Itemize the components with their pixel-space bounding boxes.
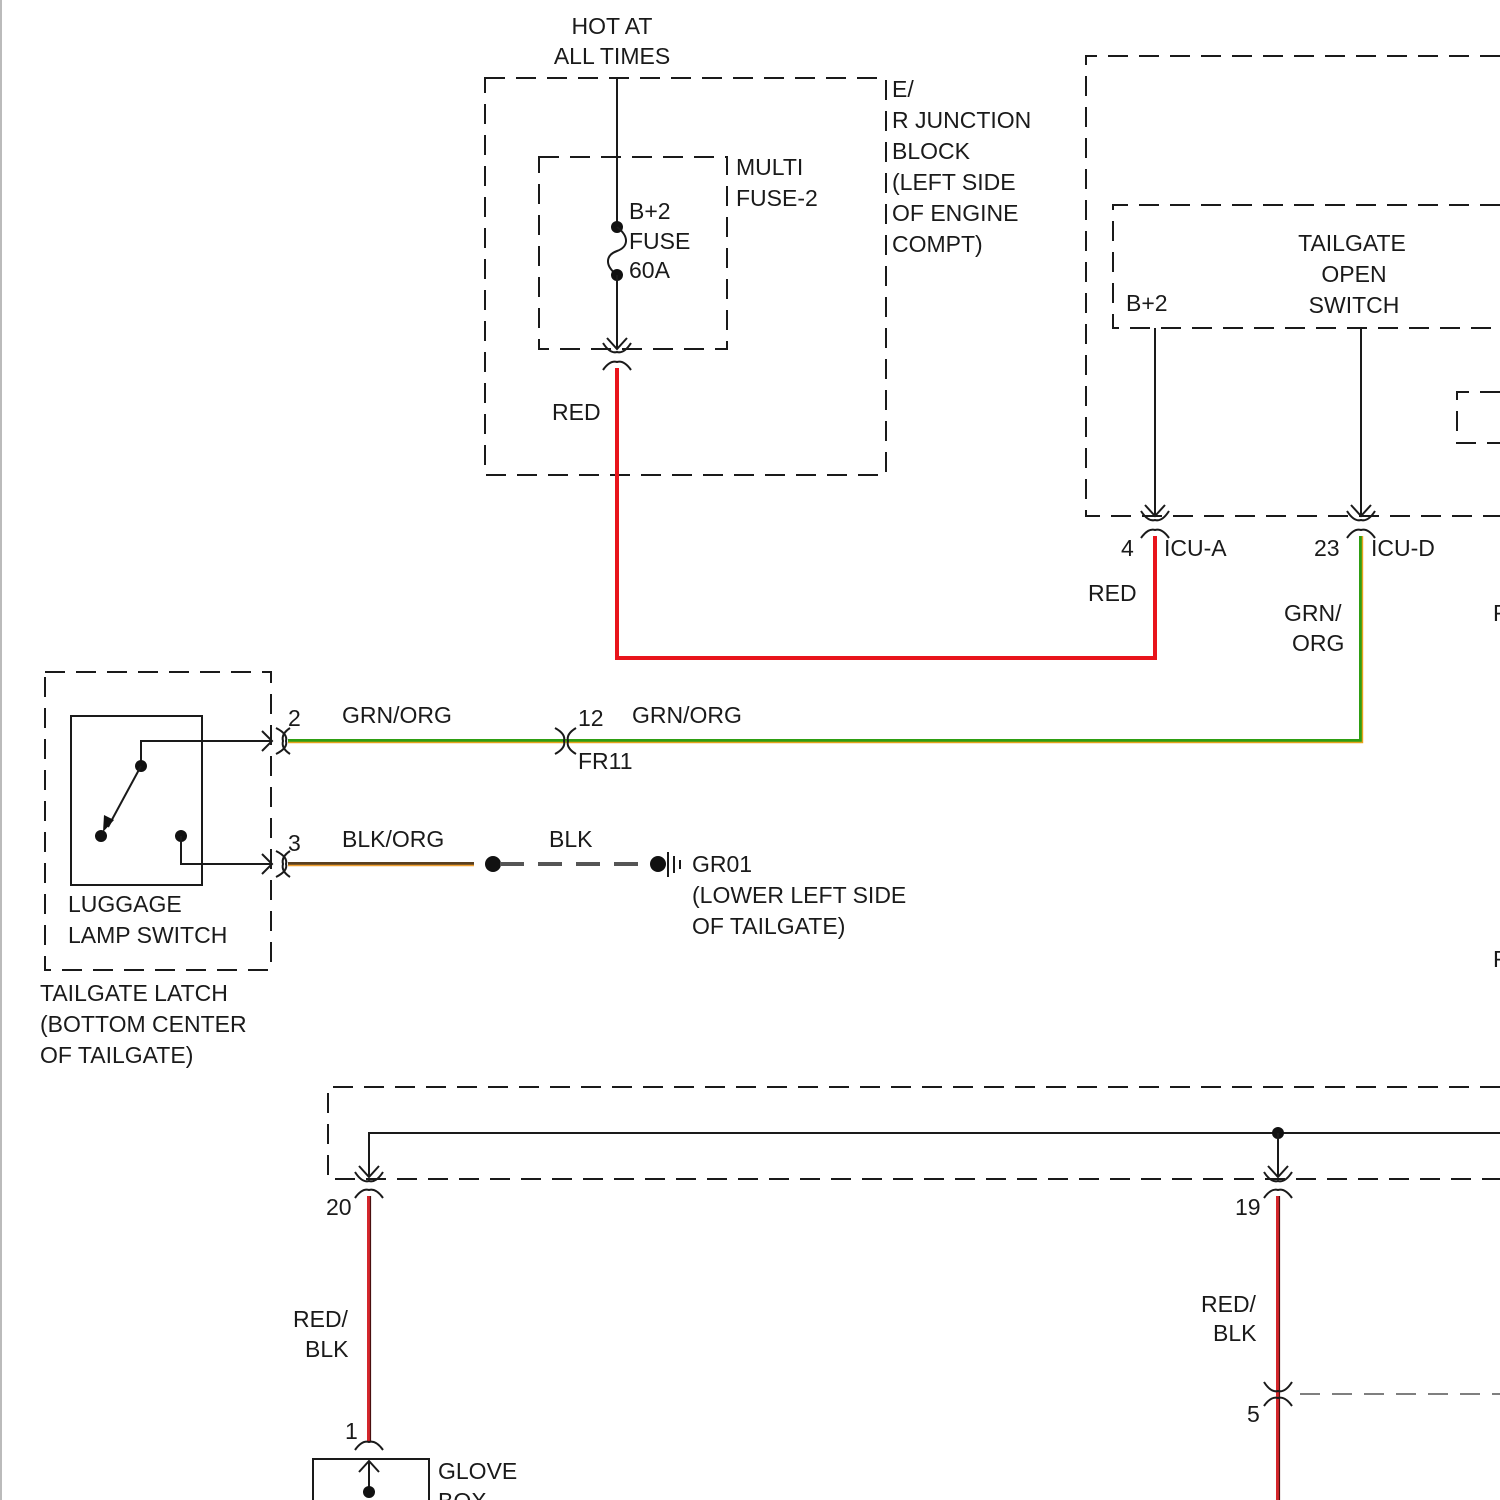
ground-symbol	[668, 852, 680, 877]
gr01-location-line2: OF TAILGATE)	[692, 913, 845, 939]
icu-outer-box	[1086, 56, 1500, 516]
fr11-label: FR11	[578, 748, 633, 774]
red-blk-wire-left	[369, 1196, 371, 1442]
tailgate-latch-label-line2: (BOTTOM CENTER	[40, 1011, 247, 1037]
grn-org-vertical-label-line2: ORG	[1292, 630, 1344, 656]
red-blk-left-label-line1: RED/	[293, 1306, 349, 1332]
glove-box-contact	[363, 1486, 375, 1498]
fuse-label-line3: 60A	[629, 257, 671, 283]
pin-4-label: 4	[1121, 535, 1134, 561]
ground-terminal	[650, 856, 666, 872]
hot-label-line1: HOT AT	[572, 13, 653, 39]
tailgate-latch-label-line1: TAILGATE LATCH	[40, 980, 228, 1006]
switch-blade	[108, 766, 141, 827]
blk-label: BLK	[549, 826, 593, 852]
red-blk-wire-right	[1278, 1196, 1280, 1500]
multi-fuse-label-line2: FUSE-2	[736, 185, 818, 211]
junction-label-line1: E/	[892, 76, 914, 102]
junction-label-line5: OF ENGINE	[892, 200, 1019, 226]
red-blk-right-label-line2: BLK	[1213, 1320, 1257, 1346]
blk-org-wire	[288, 864, 474, 866]
glove-box-connector	[355, 1442, 383, 1450]
pin-23-label: 23	[1314, 535, 1340, 561]
junction-label-line4: (LEFT SIDE	[892, 169, 1016, 195]
pin-12-label: 12	[578, 705, 604, 731]
pin-2-label: 2	[288, 705, 301, 731]
tailgate-switch-label-line1: TAILGATE	[1298, 230, 1406, 256]
tailgate-latch-label-line3: OF TAILGATE)	[40, 1042, 193, 1068]
red-wire-label-1: RED	[552, 399, 601, 425]
lower-bus-wire	[369, 1133, 1500, 1176]
icu-b2-label: B+2	[1126, 290, 1168, 316]
grn-org-vertical-label-line1: GRN/	[1284, 600, 1342, 626]
icu-inner-partial-box	[1457, 392, 1500, 443]
switch-ground-wire	[181, 836, 272, 864]
switch-contact-left	[95, 830, 107, 842]
tailgate-switch-label-line2: OPEN	[1321, 261, 1386, 287]
hot-label-line2: ALL TIMES	[554, 43, 670, 69]
multi-fuse-label-line1: MULTI	[736, 154, 803, 180]
edge-label-1: F	[1493, 600, 1500, 626]
junction-label-line2: R JUNCTION	[892, 107, 1031, 133]
tailgate-open-switch-box	[1113, 205, 1500, 328]
blk-org-label: BLK/ORG	[342, 826, 444, 852]
red-blk-right-label-line1: RED/	[1201, 1291, 1257, 1317]
gr01-label: GR01	[692, 851, 752, 877]
grn-org-label-2: GRN/ORG	[632, 702, 742, 728]
pin-3-label: 3	[288, 830, 301, 856]
pin-19-label: 19	[1235, 1194, 1261, 1220]
gr01-location-line1: (LOWER LEFT SIDE	[692, 882, 906, 908]
fuse-label-line1: B+2	[629, 198, 671, 224]
icu-a-label: ICU-A	[1164, 535, 1227, 561]
junction-label-line3: BLOCK	[892, 138, 971, 164]
luggage-switch-label-line1: LUGGAGE	[68, 891, 182, 917]
junction-label-line6: COMPT)	[892, 231, 983, 257]
switch-common-wire	[141, 741, 272, 766]
pin-5-label: 5	[1247, 1401, 1260, 1427]
glove-box-label-line2: BOX	[438, 1488, 487, 1500]
pin-1-label: 1	[345, 1418, 358, 1444]
red-wire-label-2: RED	[1088, 580, 1137, 606]
pin-20-label: 20	[326, 1194, 352, 1220]
luggage-switch-label-line2: LAMP SWITCH	[68, 922, 227, 948]
edge-label-2: F	[1493, 946, 1500, 972]
tailgate-switch-label-line3: SWITCH	[1309, 292, 1400, 318]
fuse-label-line2: FUSE	[629, 228, 690, 254]
splice-point	[485, 856, 501, 872]
red-wire-fuse-to-icu	[617, 368, 1155, 658]
fuse-symbol	[608, 227, 626, 275]
grn-org-label-1: GRN/ORG	[342, 702, 452, 728]
glove-box-label-line1: GLOVE	[438, 1458, 517, 1484]
er-junction-block-box	[485, 78, 886, 475]
icu-d-label: ICU-D	[1371, 535, 1435, 561]
red-blk-left-label-line2: BLK	[305, 1336, 349, 1362]
